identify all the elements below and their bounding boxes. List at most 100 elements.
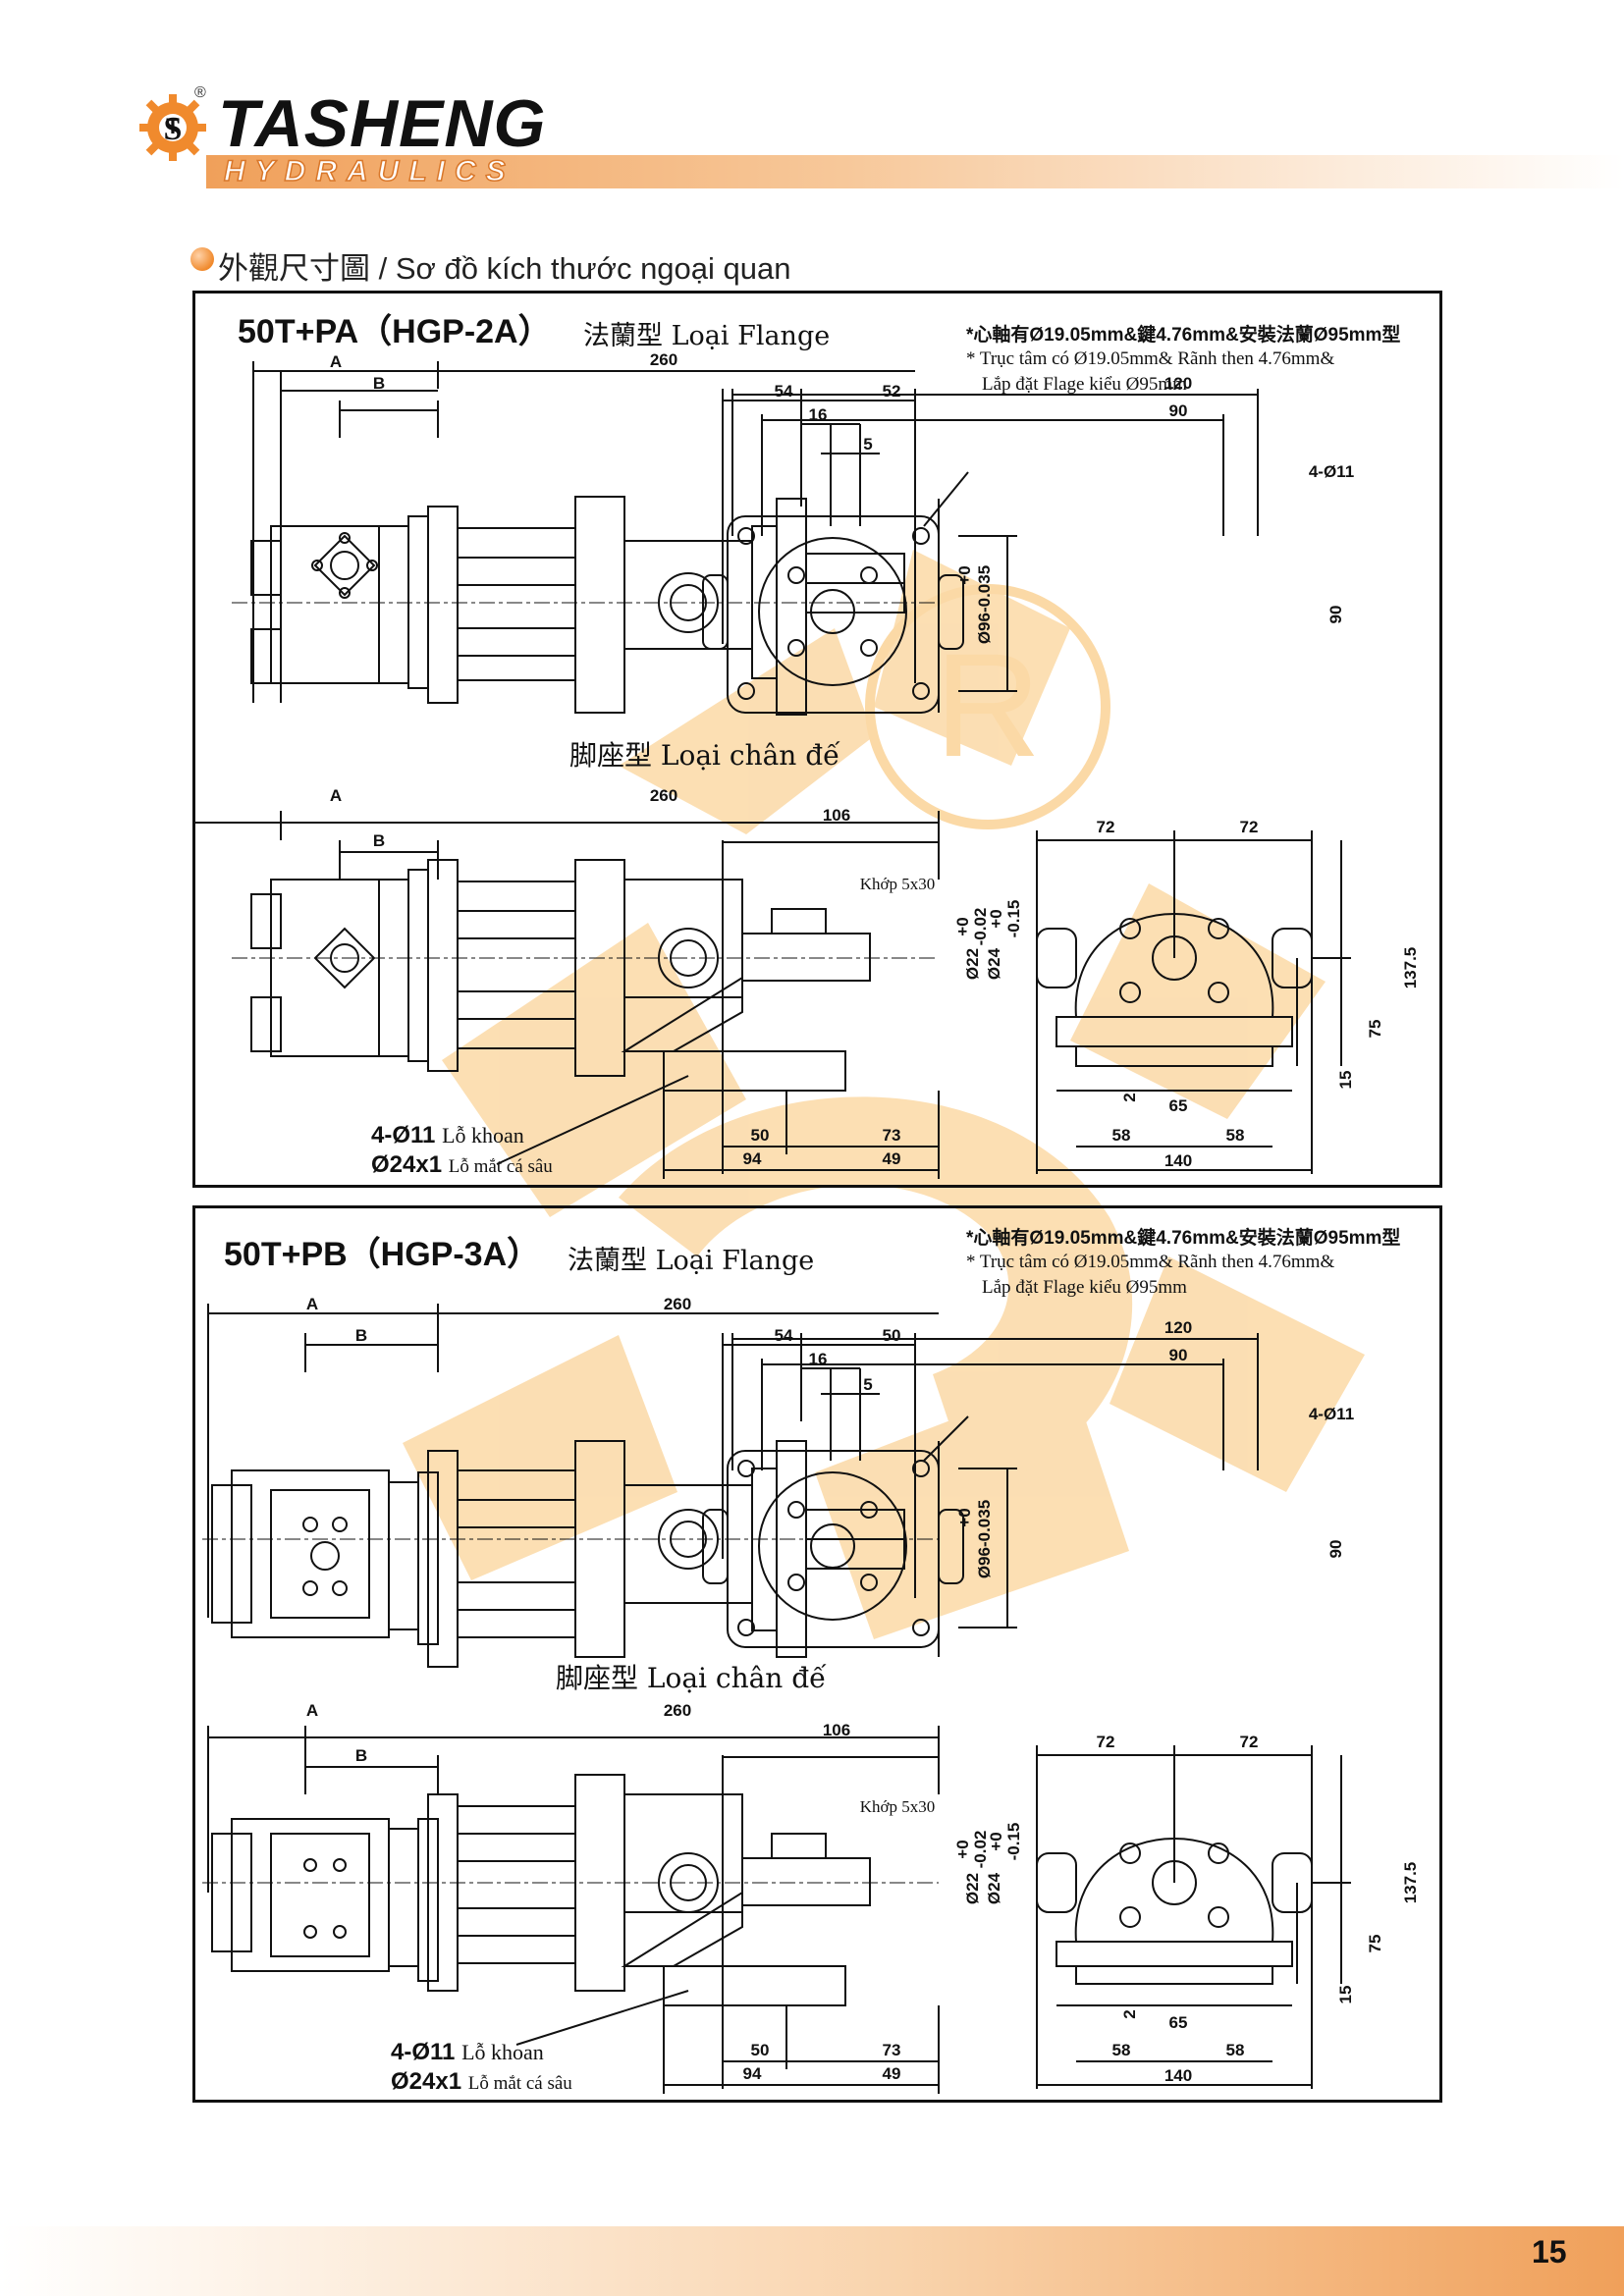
dim-106: 106 <box>823 1721 850 1739</box>
dim-58-right: 58 <box>1226 1126 1245 1145</box>
dim-overall-length: 260 <box>664 1701 691 1720</box>
brand-subtitle: HYDRAULICS <box>223 155 515 187</box>
dim-a: A <box>306 1295 318 1313</box>
dim-tolerance-plus: +0 <box>955 1508 974 1526</box>
dim-72-right: 72 <box>1240 818 1259 836</box>
registered-mark: ® <box>194 84 206 101</box>
spec-note-vi-1: * Trục tâm có Ø19.05mm& Rãnh then 4.76mm… <box>966 1252 1335 1272</box>
dim-tol-plus: +0 <box>953 1840 972 1858</box>
dim-2: 2 <box>1120 1093 1139 1101</box>
foot-side-view <box>192 811 940 1179</box>
flange-side-view <box>232 361 940 716</box>
dim-4-holes: 4-Ø11 <box>1309 462 1354 481</box>
foot-end-view <box>1036 1745 1351 2089</box>
spec-note-zh: *心軸有Ø19.05mm&鍵4.76mm&安裝法蘭Ø95mm型 <box>966 1228 1401 1249</box>
dim-94: 94 <box>743 1149 762 1168</box>
dim-72-right: 72 <box>1240 1733 1259 1751</box>
dim-15: 15 <box>1336 1071 1355 1090</box>
tasheng-logo-icon: S T <box>139 94 206 161</box>
dim-a: A <box>306 1701 318 1720</box>
page-number: 15 <box>1532 2234 1567 2269</box>
dim-49: 49 <box>883 1149 901 1168</box>
dim-tol-plus-2: +0 <box>987 1832 1005 1850</box>
dim-52: 52 <box>883 382 901 400</box>
counterbore-spec-vi: Lỗ mắt cá sâu <box>448 1156 553 1177</box>
section-heading: 外觀尺寸圖 / Sơ đồ kích thước ngoại quan <box>218 251 791 286</box>
dim-90-vertical: 90 <box>1326 1540 1345 1559</box>
dim-5: 5 <box>863 1375 872 1394</box>
flange-type-label: 法蘭型 Loại Flange <box>568 1246 815 1276</box>
dim-2: 2 <box>1120 2009 1139 2018</box>
foot-type-label: 脚座型 Loại chân đế <box>569 739 840 772</box>
dim-72-left: 72 <box>1097 1733 1115 1751</box>
dim-shaft-dia-2: Ø24 <box>985 1872 1003 1904</box>
dim-shaft-dia: Ø22 <box>963 1873 982 1904</box>
svg-text:S: S <box>164 111 183 147</box>
dim-90: 90 <box>1169 401 1188 420</box>
panel-title: 50T+PA（HGP-2A） <box>238 313 552 350</box>
dim-50: 50 <box>751 2041 770 2059</box>
dim-140: 140 <box>1164 2066 1192 2085</box>
dim-tol-plus-2: +0 <box>987 909 1005 928</box>
svg-text:T: T <box>166 114 180 138</box>
dim-15: 15 <box>1336 1986 1355 2004</box>
brand-name: TASHENG <box>218 86 547 161</box>
spec-note-vi-2: Lắp đặt Flage kiểu Ø95mm <box>982 374 1187 395</box>
dim-overall-length: 260 <box>650 350 677 369</box>
hole-spec-vi: Lỗ khoan <box>461 2040 544 2064</box>
panel-50t-pb <box>192 1205 1442 2103</box>
flange-end-view <box>702 389 1259 714</box>
flange-end-view <box>702 1333 1259 1648</box>
counterbore-spec-vi: Lỗ mắt cá sâu <box>467 2073 572 2094</box>
dim-shaft-dia: Ø22 <box>963 948 982 980</box>
dim-120: 120 <box>1164 374 1192 393</box>
bullet-icon <box>190 247 214 271</box>
dim-shaft-dia-2: Ø24 <box>985 947 1003 980</box>
counterbore-spec: Ø24x1 <box>371 1151 443 1178</box>
dim-b: B <box>373 831 385 850</box>
dim-58-right: 58 <box>1226 2041 1245 2059</box>
dim-65: 65 <box>1169 2013 1188 2032</box>
spec-note-vi-2: Lắp đặt Flage kiểu Ø95mm <box>982 1277 1187 1298</box>
dim-overall-length: 260 <box>664 1295 691 1313</box>
footer-band <box>0 2226 1624 2296</box>
dim-54: 54 <box>775 1326 793 1345</box>
drawing-panel-1: A B 260 54 52 16 5 +0 Ø96-0.035 120 90 4… <box>192 350 1420 1179</box>
dim-tol-minus: -0.02 <box>971 908 990 946</box>
dim-65: 65 <box>1169 1096 1188 1115</box>
flange-side-view <box>202 1304 940 1668</box>
dim-73: 73 <box>883 2041 901 2059</box>
dim-137-5: 137.5 <box>1401 947 1420 989</box>
drawing-panel-2: A B 260 54 50 16 5 +0 Ø96-0.035 120 90 4… <box>202 1295 1420 2094</box>
spec-note-zh: *心軸有Ø19.05mm&鍵4.76mm&安裝法蘭Ø95mm型 <box>966 325 1401 346</box>
dim-75: 75 <box>1366 1935 1384 1953</box>
dim-tol-minus-2: -0.15 <box>1004 1823 1023 1861</box>
dim-72-left: 72 <box>1097 818 1115 836</box>
dim-b: B <box>355 1746 367 1765</box>
dim-tol-plus: +0 <box>953 917 972 935</box>
hole-callout: 4-Ø11 Lỗ khoan Ø24x1 Lỗ mắt cá sâu <box>371 1121 553 1182</box>
foot-type-label: 脚座型 Loại chân đế <box>556 1662 827 1694</box>
dim-49: 49 <box>883 2064 901 2083</box>
dim-a: A <box>330 352 342 371</box>
dim-73: 73 <box>883 1126 901 1145</box>
counterbore-spec: Ø24x1 <box>391 2068 462 2095</box>
dim-50: 50 <box>883 1326 901 1345</box>
dim-90: 90 <box>1169 1346 1188 1364</box>
dim-tolerance-plus: +0 <box>955 565 974 584</box>
hole-callout: 4-Ø11 Lỗ khoan Ø24x1 Lỗ mắt cá sâu <box>391 2038 572 2099</box>
hole-spec-vi: Lỗ khoan <box>442 1123 524 1148</box>
key-spec: Khớp 5x30 <box>860 875 936 893</box>
dim-137-5: 137.5 <box>1401 1862 1420 1904</box>
dim-b: B <box>373 374 385 393</box>
dim-tol-minus-2: -0.15 <box>1004 900 1023 938</box>
dim-120: 120 <box>1164 1318 1192 1337</box>
dim-flange-pilot: Ø96-0.035 <box>975 1500 994 1578</box>
dim-90-vertical: 90 <box>1326 606 1345 624</box>
dim-54: 54 <box>775 382 793 400</box>
dim-58-left: 58 <box>1112 2041 1131 2059</box>
key-spec: Khớp 5x30 <box>860 1797 936 1816</box>
dim-tol-minus: -0.02 <box>971 1831 990 1869</box>
dim-140: 140 <box>1164 1151 1192 1170</box>
foot-side-view <box>202 1726 940 2094</box>
